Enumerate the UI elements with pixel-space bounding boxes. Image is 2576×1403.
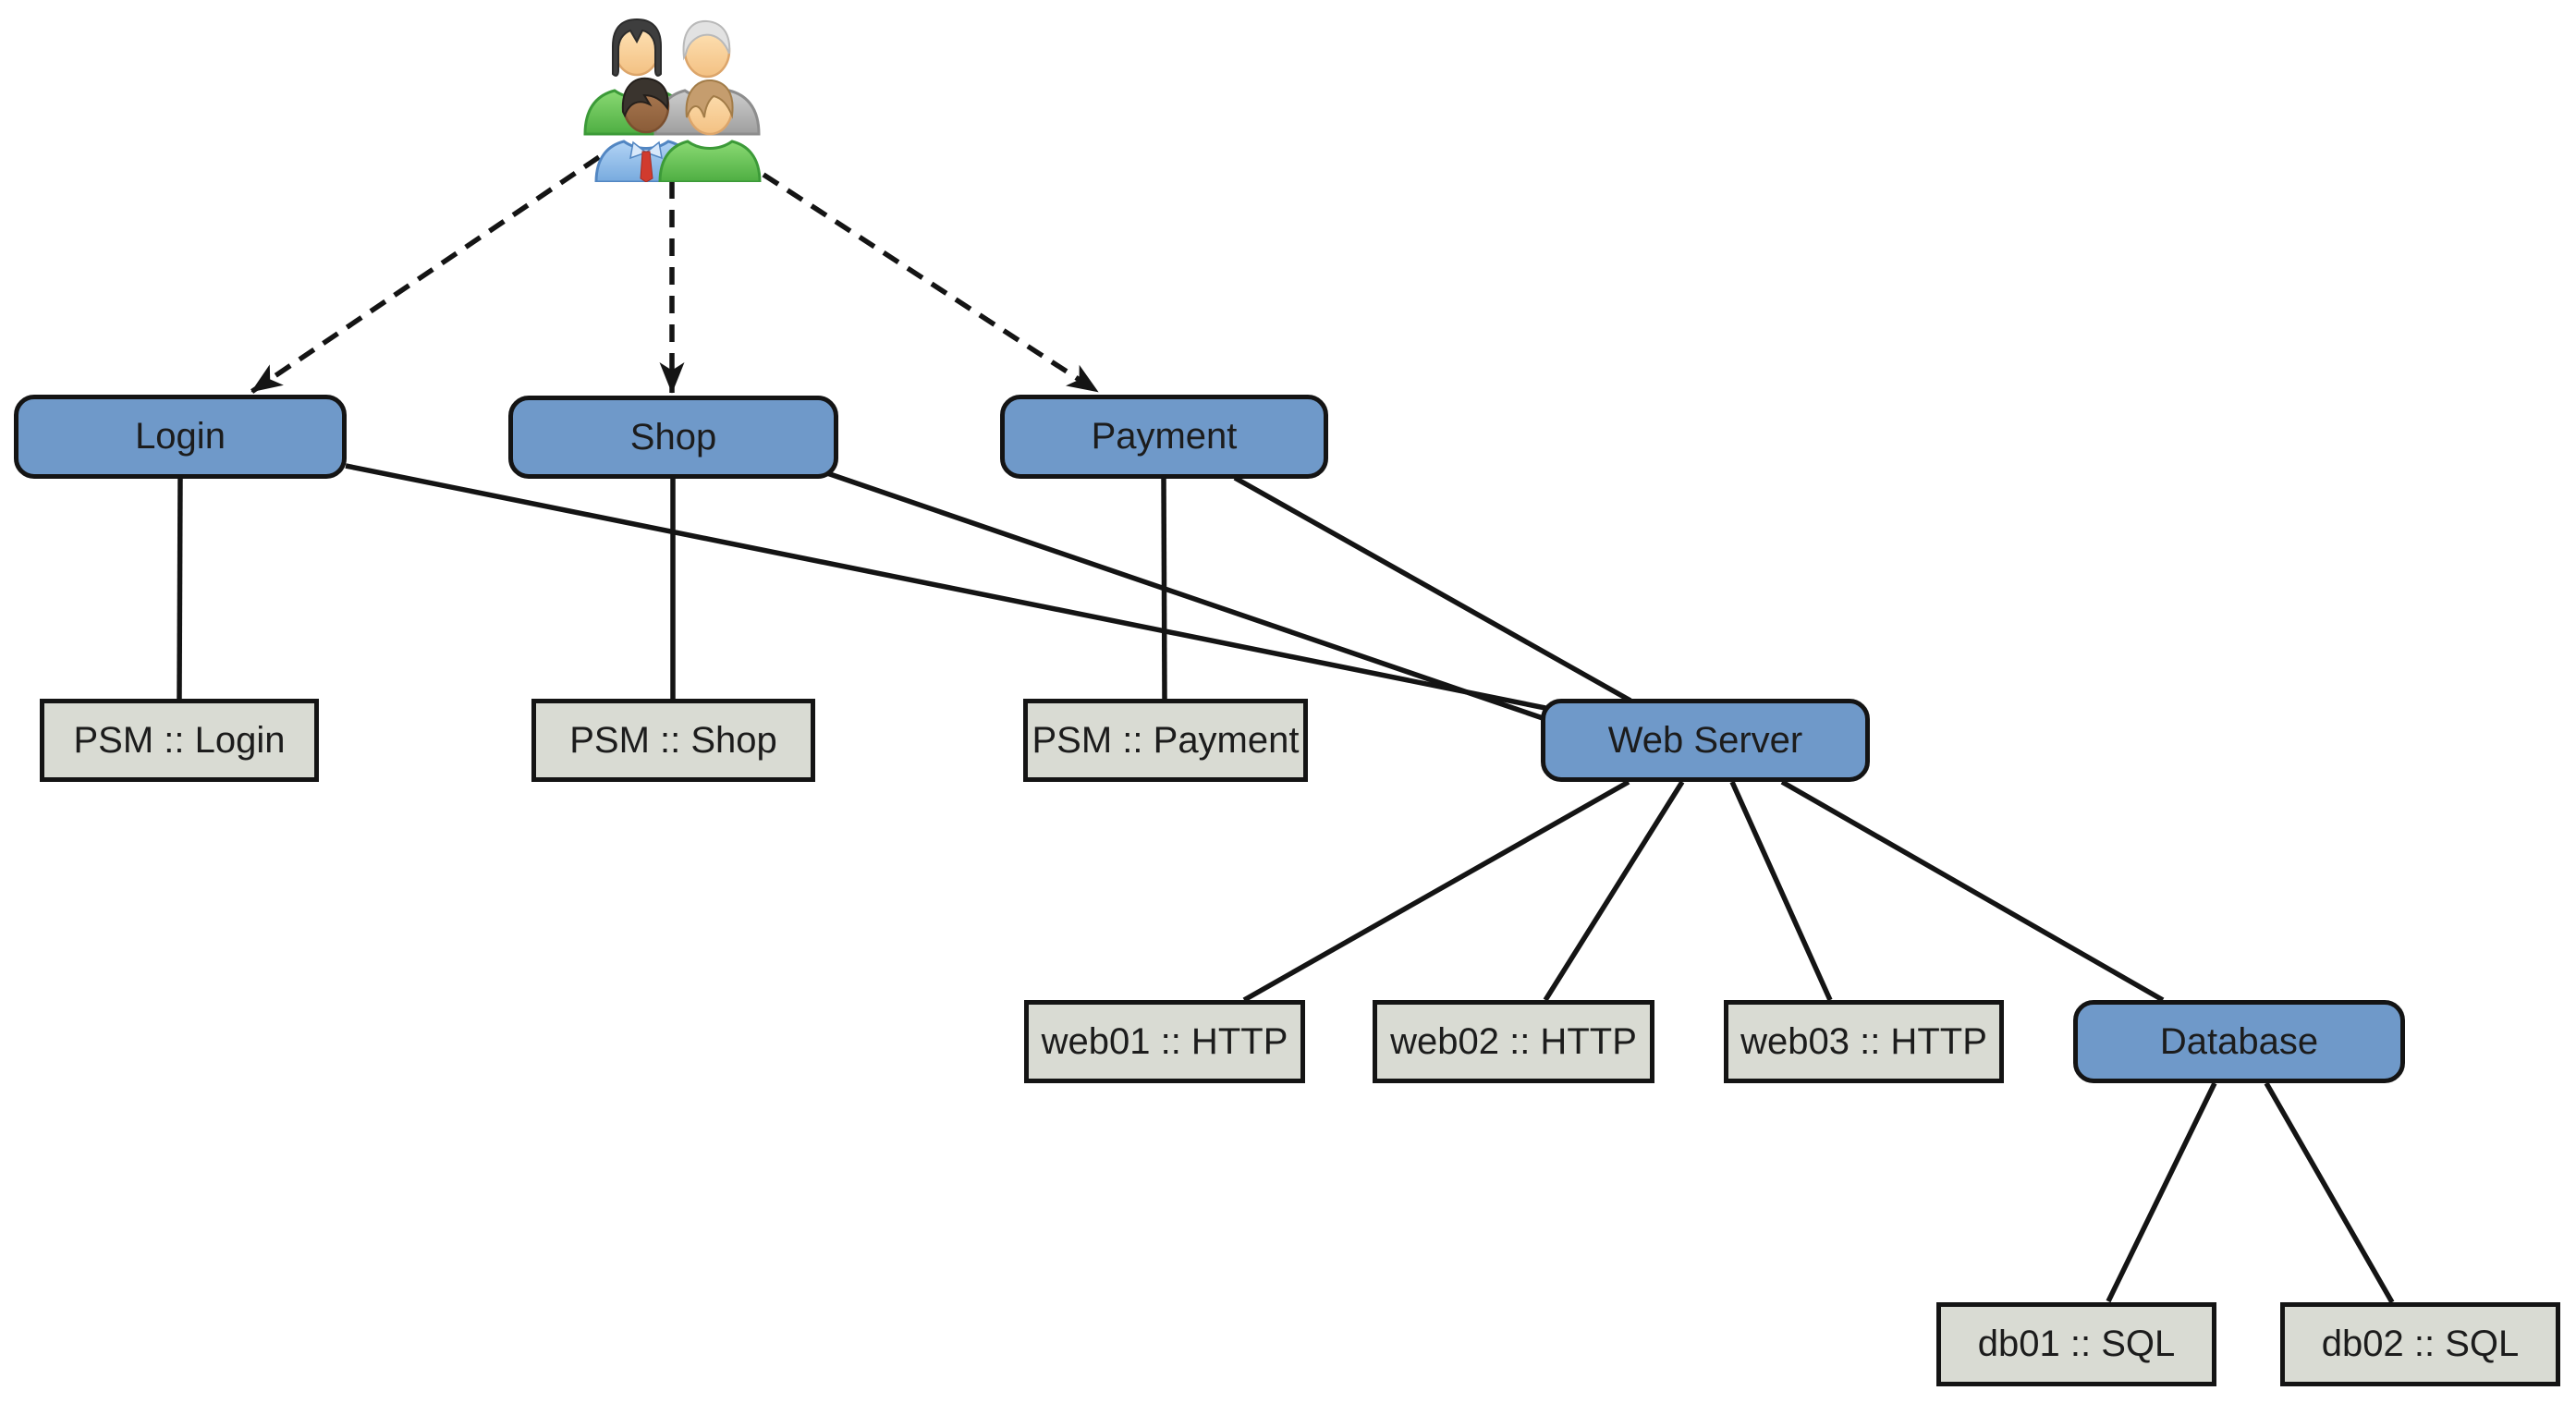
node-label: web03 :: HTTP: [1740, 1020, 1987, 1062]
node-login: Login: [14, 395, 347, 479]
node-payment: Payment: [1000, 395, 1328, 479]
node-psm-shop: PSM :: Shop: [531, 699, 815, 782]
node-db01: db01 :: SQL: [1936, 1302, 2216, 1386]
edge-login-to-psm-login: [177, 478, 183, 700]
node-label: web01 :: HTTP: [1041, 1020, 1288, 1062]
edge-web-server-to-web03: [1729, 780, 1833, 1002]
edge-users-to-login: [250, 154, 601, 395]
node-label: db01 :: SQL: [1977, 1324, 2176, 1364]
edge-login-to-web-server: [345, 463, 1546, 711]
node-database: Database: [2073, 1000, 2405, 1083]
node-label: Shop: [629, 416, 717, 458]
node-shop: Shop: [508, 396, 838, 479]
node-label: Login: [135, 416, 226, 457]
node-web02: web02 :: HTTP: [1373, 1000, 1654, 1083]
node-psm-login: PSM :: Login: [40, 699, 319, 782]
edge-shop-to-web-server: [826, 470, 1546, 722]
node-web01: web01 :: HTTP: [1024, 1000, 1305, 1083]
node-db02: db02 :: SQL: [2280, 1302, 2560, 1386]
edge-database-to-db02: [2264, 1081, 2395, 1304]
edge-web-server-to-web01: [1242, 779, 1630, 1003]
node-web-server: Web Server: [1541, 699, 1870, 782]
person-man-tie-icon: [594, 77, 698, 182]
edge-payment-to-web-server: [1233, 475, 1632, 703]
node-psm-payment: PSM :: Payment: [1023, 699, 1308, 782]
node-label: PSM :: Shop: [569, 719, 777, 761]
edge-web-server-to-web02: [1543, 780, 1685, 1002]
node-label: Payment: [1091, 416, 1238, 457]
node-label: Database: [2159, 1020, 2319, 1062]
edge-web-server-to-database: [1780, 779, 2165, 1003]
node-label: Web Server: [1607, 719, 1803, 761]
edge-database-to-db01: [2106, 1081, 2217, 1303]
node-label: PSM :: Payment: [1032, 719, 1300, 761]
node-web03: web03 :: HTTP: [1724, 1000, 2004, 1083]
users-group-icon: [583, 18, 762, 182]
edge-users-to-payment: [738, 156, 1100, 395]
node-label: PSM :: Login: [73, 719, 286, 761]
person-man-green-icon: [658, 79, 762, 182]
node-label: db02 :: SQL: [2321, 1324, 2520, 1364]
node-label: web02 :: HTTP: [1390, 1020, 1637, 1062]
